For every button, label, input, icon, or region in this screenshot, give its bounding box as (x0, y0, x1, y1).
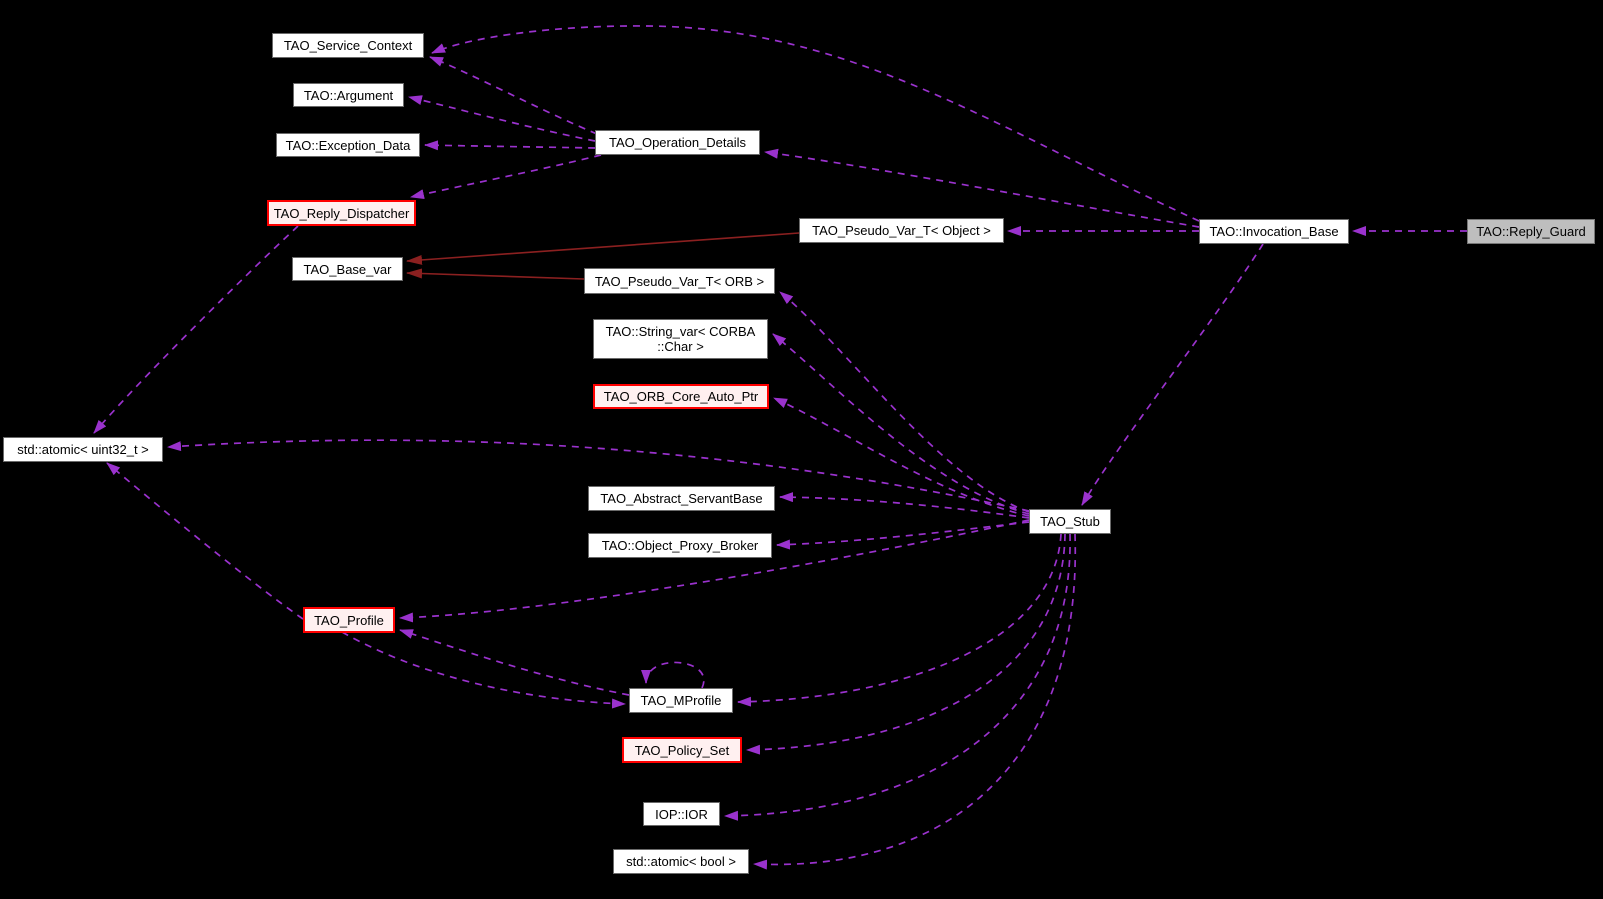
edge-mprofile-selfloop (641, 661, 705, 689)
edge-invocation-stub (1081, 243, 1264, 506)
edge-stub-orbcoreautoptr (773, 397, 1030, 517)
node-tao-pseudo-var-t-orb[interactable]: TAO_Pseudo_Var_T< ORB > (584, 268, 775, 294)
edge-stub-policyset (746, 533, 1066, 755)
node-iop-ior[interactable]: IOP::IOR (643, 802, 720, 826)
node-tao-stub[interactable]: TAO_Stub (1029, 509, 1111, 534)
edge-opdetails-exceptiondata (424, 140, 596, 151)
node-tao-invocation-base[interactable]: TAO::Invocation_Base (1199, 219, 1349, 244)
node-tao-argument[interactable]: TAO::Argument (293, 83, 404, 107)
edge-invocation-servicecontext (431, 25, 1200, 222)
edge-profile-atomicuint32 (106, 462, 304, 620)
node-tao-mprofile[interactable]: TAO_MProfile (629, 688, 733, 713)
edge-replydispatcher-atomicuint32 (93, 225, 299, 434)
node-tao-object-proxy-broker[interactable]: TAO::Object_Proxy_Broker (588, 533, 772, 558)
edge-pseudovarobject-basevar (406, 232, 800, 265)
edge-stub-objectproxybroker (776, 521, 1030, 550)
edge-stub-ior (724, 533, 1071, 821)
edge-invocation-opdetails (764, 148, 1200, 228)
node-std-atomic-bool[interactable]: std::atomic< bool > (613, 849, 749, 874)
edge-mprofile-profile (399, 629, 630, 696)
node-tao-reply-dispatcher[interactable]: TAO_Reply_Dispatcher (267, 200, 416, 226)
node-tao-operation-details[interactable]: TAO_Operation_Details (595, 130, 760, 155)
node-tao-orb-core-auto-ptr[interactable]: TAO_ORB_Core_Auto_Ptr (593, 384, 769, 409)
node-tao-service-context[interactable]: TAO_Service_Context (272, 33, 424, 58)
edge-stub-pseudovarorb (779, 291, 1030, 513)
node-tao-reply-guard: TAO::Reply_Guard (1467, 219, 1595, 244)
node-tao-profile[interactable]: TAO_Profile (303, 607, 395, 633)
node-tao-string-var[interactable]: TAO::String_var< CORBA ::Char > (593, 319, 768, 359)
node-std-atomic-uint32-t[interactable]: std::atomic< uint32_t > (3, 437, 163, 462)
edge-stub-abstractservantbase (779, 492, 1030, 519)
edge-stub-mprofile (737, 533, 1062, 707)
node-tao-base-var[interactable]: TAO_Base_var (292, 257, 403, 281)
node-tao-abstract-servantbase[interactable]: TAO_Abstract_ServantBase (588, 486, 775, 511)
node-tao-string-var-line2: ::Char > (657, 339, 704, 354)
node-tao-string-var-line1: TAO::String_var< CORBA (605, 324, 756, 339)
edge-pseudovarorb-basevar (406, 268, 585, 280)
node-tao-exception-data[interactable]: TAO::Exception_Data (276, 133, 420, 157)
edge-stub-stringvar (772, 333, 1030, 515)
edge-opdetails-replydispatcher (410, 154, 602, 200)
edge-profile-mprofile (341, 631, 626, 709)
edge-stub-atomicuint32 (167, 439, 1030, 512)
edge-opdetails-argument (408, 95, 596, 142)
node-tao-pseudo-var-t-object[interactable]: TAO_Pseudo_Var_T< Object > (799, 218, 1004, 243)
edge-stub-profile (399, 519, 1030, 623)
node-tao-policy-set[interactable]: TAO_Policy_Set (622, 737, 742, 763)
edge-stub-atomicbool (753, 533, 1077, 870)
